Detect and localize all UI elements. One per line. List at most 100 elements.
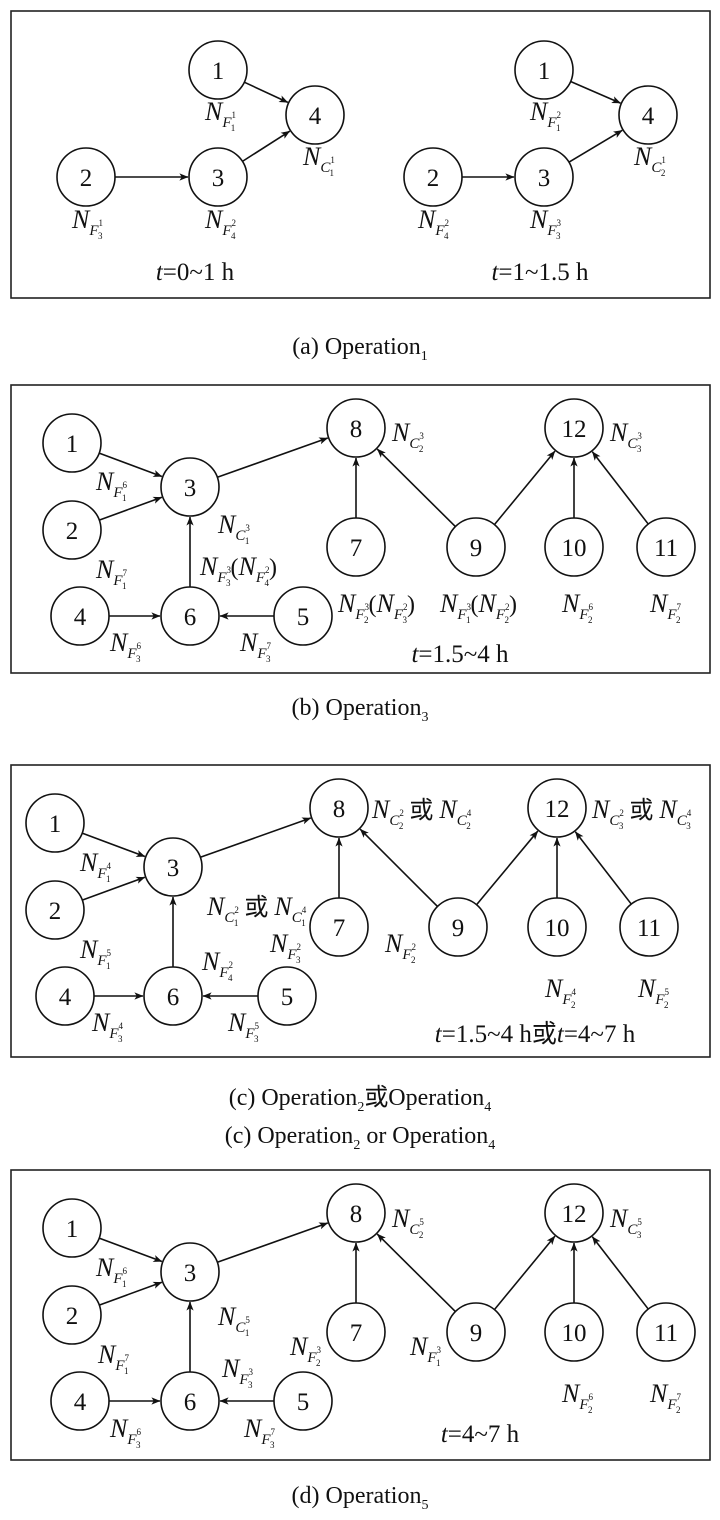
node-9: 9	[446, 1302, 506, 1362]
node-circle	[326, 398, 386, 458]
panel-b-frame	[10, 384, 711, 674]
node-2: 2	[403, 147, 463, 207]
node-circle	[514, 40, 574, 100]
node-number: 10	[562, 1320, 587, 1347]
node-4: 4	[50, 1371, 110, 1431]
node-3: 3	[160, 457, 220, 517]
node-circle	[446, 517, 506, 577]
edge-3-8	[217, 1222, 329, 1264]
time-label-right: t=1~1.5 h	[491, 259, 589, 286]
node-circle	[143, 966, 203, 1026]
node-circle	[35, 966, 95, 1026]
node-2: 2	[56, 147, 116, 207]
edge-1-4	[243, 81, 289, 104]
edge-9-8	[376, 1233, 456, 1313]
node-circle	[309, 778, 369, 838]
caption-a: (a) Operation1	[292, 334, 428, 364]
edge-9-8	[376, 448, 456, 528]
node-circle	[544, 398, 604, 458]
node-2: 2	[25, 880, 85, 940]
edge-11-12	[574, 831, 632, 905]
node-number: 7	[350, 1320, 363, 1347]
node-number: 8	[350, 416, 363, 443]
node-circle	[428, 897, 488, 957]
edge-3-8	[217, 437, 329, 479]
node-7: 7	[309, 897, 369, 957]
node-3: 3	[514, 147, 574, 207]
node-number: 3	[184, 475, 197, 502]
node-number: 4	[59, 984, 72, 1011]
time-label: t=4~7 h	[441, 1421, 520, 1448]
node-circle	[56, 147, 116, 207]
node-9: 9	[446, 517, 506, 577]
node-2: 2	[42, 1285, 102, 1345]
node-12: 12	[544, 398, 604, 458]
node-number: 10	[562, 535, 587, 562]
node-number: 2	[427, 165, 440, 192]
node-4: 4	[285, 85, 345, 145]
node-circle	[273, 1371, 333, 1431]
node-circle	[160, 1371, 220, 1431]
node-number: 3	[184, 1260, 197, 1287]
edge-2-3	[98, 1281, 163, 1306]
node-circle	[619, 897, 679, 957]
caption-c-en: (c) Operation2 or Operation4	[225, 1123, 496, 1153]
node-circle	[326, 517, 386, 577]
edge-11-12	[591, 451, 649, 525]
node-number: 4	[642, 103, 655, 130]
node-number: 7	[350, 535, 363, 562]
node-number: 10	[545, 915, 570, 942]
node-number: 12	[545, 796, 570, 823]
node-circle	[285, 85, 345, 145]
node-6: 6	[160, 586, 220, 646]
edge-2-3	[81, 876, 146, 901]
node-number: 2	[80, 165, 93, 192]
node-number: 2	[66, 1303, 79, 1330]
node-10: 10	[527, 897, 587, 957]
edge-3-4	[568, 129, 623, 163]
node-circle	[544, 517, 604, 577]
node-6: 6	[160, 1371, 220, 1431]
node-12: 12	[527, 778, 587, 838]
node-number: 4	[74, 1389, 87, 1416]
node-4: 4	[35, 966, 95, 1026]
caption-b: (b) Operation3	[292, 695, 429, 725]
node-circle	[636, 517, 696, 577]
caption-d: (d) Operation5	[292, 1483, 429, 1513]
node-number: 11	[654, 1320, 678, 1347]
edge-11-12	[591, 1236, 649, 1310]
node-circle	[446, 1302, 506, 1362]
node-circle	[188, 147, 248, 207]
node-number: 3	[212, 165, 225, 192]
node-3: 3	[188, 147, 248, 207]
node-number: 1	[212, 58, 225, 85]
node-number: 5	[297, 604, 310, 631]
node-circle	[618, 85, 678, 145]
node-circle	[143, 837, 203, 897]
edge-2-3	[98, 496, 163, 521]
edge-9-12	[493, 1235, 556, 1311]
node-number: 9	[470, 1320, 483, 1347]
node-5: 5	[273, 1371, 333, 1431]
node-circle	[160, 586, 220, 646]
node-circle	[42, 1198, 102, 1258]
